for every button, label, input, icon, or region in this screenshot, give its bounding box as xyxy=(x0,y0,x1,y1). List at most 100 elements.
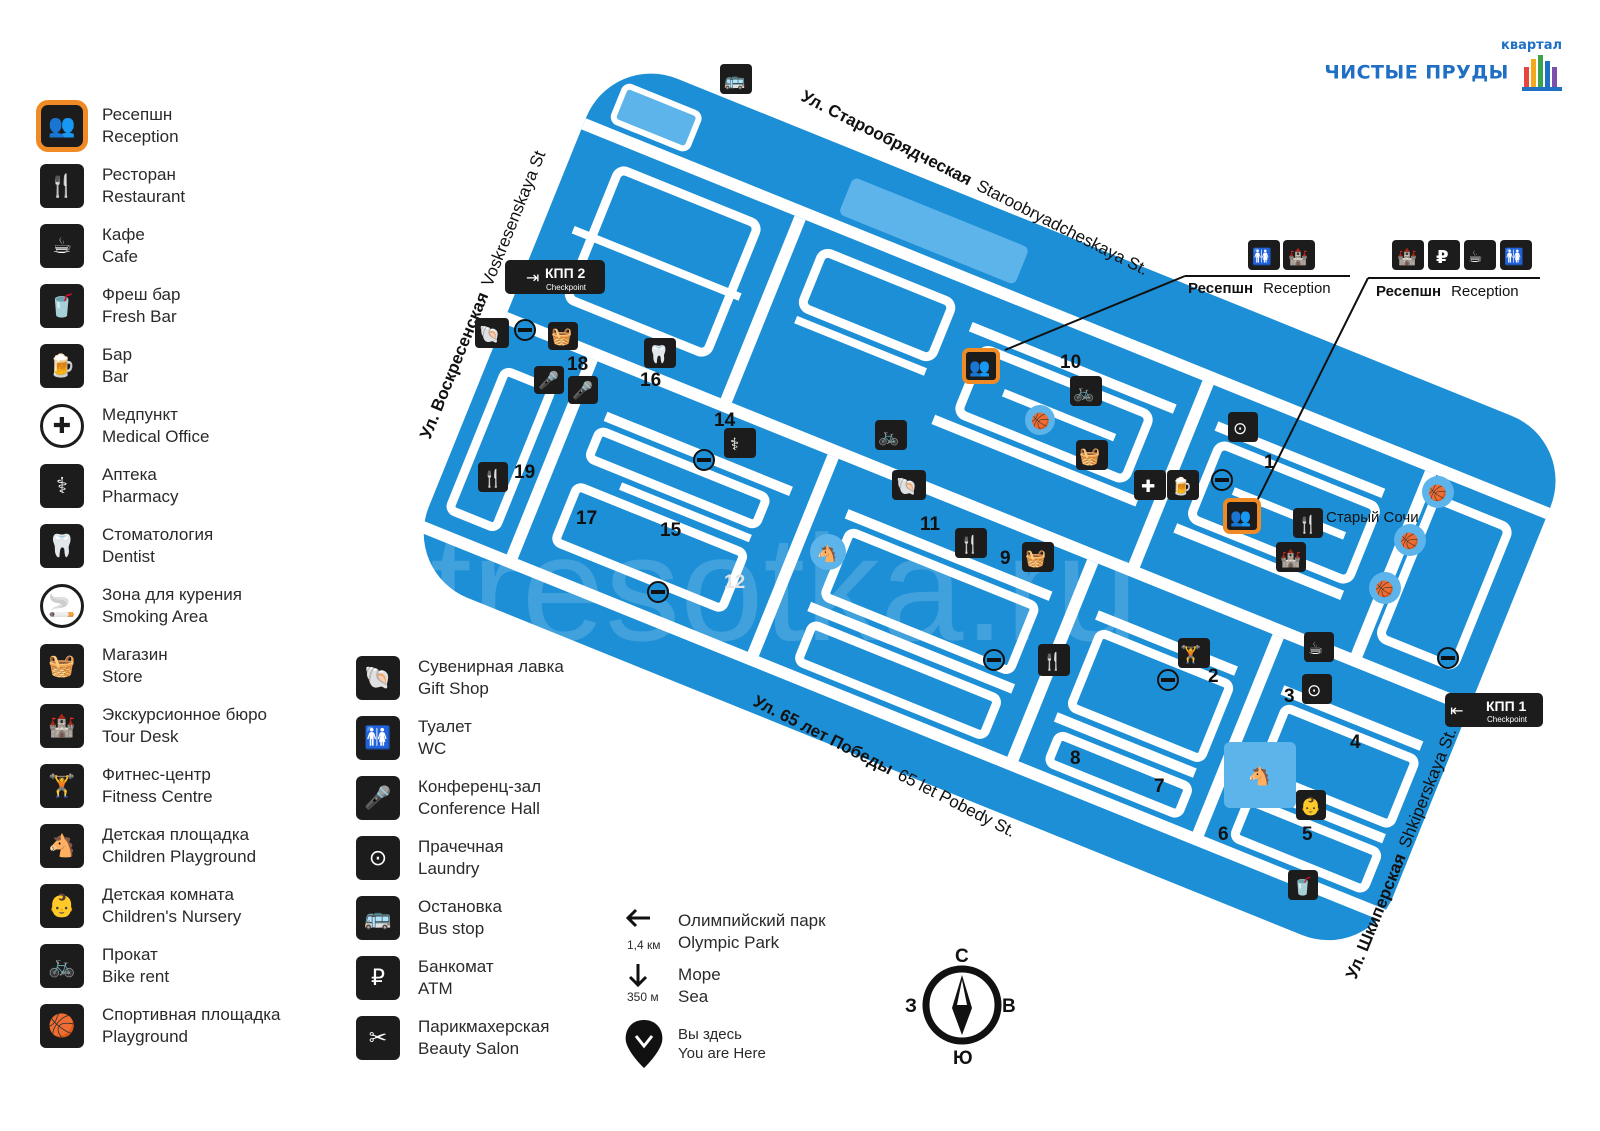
legend-label-ru: Зона для курения xyxy=(102,585,242,604)
exit-icon: ⇥ xyxy=(526,268,539,287)
bar-icon: 🍺 xyxy=(40,344,84,388)
svg-text:6: 6 xyxy=(1218,824,1229,845)
legend-label-en: Bus stop xyxy=(418,919,485,938)
legend-label-ru: Медпункт xyxy=(102,405,178,424)
svg-text:17: 17 xyxy=(576,508,597,529)
legend-label-en: Children's Nursery xyxy=(102,907,242,926)
map-reception-1[interactable]: 👥 xyxy=(962,348,1000,384)
bar-icon: 🍺 xyxy=(1171,476,1192,497)
olympic-distance: 1,4 км xyxy=(627,938,661,952)
svg-text:9: 9 xyxy=(1000,548,1011,569)
wc-icon: 🚻 xyxy=(1252,247,1272,266)
tour-desk-icon: 🏰 xyxy=(1280,549,1301,569)
legend-label-ru: Ресторан xyxy=(102,165,176,184)
you-are-here-en: You are Here xyxy=(678,1045,766,1062)
tour-desk-icon: 🏰 xyxy=(1397,248,1417,266)
legend-label-en: Gift Shop xyxy=(418,679,489,698)
legend-label-en: Beauty Salon xyxy=(418,1039,520,1058)
gift-shop-icon: 🐚 xyxy=(479,325,500,345)
legend-label-en: ATM xyxy=(418,979,453,998)
cafe-icon: ☕ xyxy=(1308,639,1323,659)
square-plaza xyxy=(840,178,1028,284)
sea-distance: 350 м xyxy=(627,990,659,1004)
reception-icon: 👥 xyxy=(969,358,990,378)
atm-icon: ₽ xyxy=(1436,247,1449,267)
restaurant-icon: 🍴 xyxy=(1297,514,1318,535)
svg-text:15: 15 xyxy=(660,520,682,541)
gift-shop-icon: 🐚 xyxy=(356,656,400,700)
legend-label-en: WC xyxy=(418,739,447,758)
wc-icon: 🚻 xyxy=(1504,247,1524,266)
exit-icon: ⇤ xyxy=(1450,701,1463,720)
sport-ball-icon: 🏀 xyxy=(1375,579,1394,599)
tour-desk-icon: 🏰 xyxy=(1288,248,1308,266)
walkways xyxy=(418,118,1551,922)
conference-icon: 🎤 xyxy=(572,380,593,401)
bus-stop-icon: 🚌 xyxy=(356,896,400,940)
pharmacy-icon: ⚕ xyxy=(730,435,739,455)
fresh-bar-icon: 🥤 xyxy=(1292,876,1313,897)
playground-horse-icon: 🐴 xyxy=(817,544,837,563)
legend-label-ru: Экскурсионное бюро xyxy=(102,705,267,724)
you-are-here-info: Вы здесь You are Here xyxy=(678,1025,766,1063)
compass: С Ю З В xyxy=(905,946,1016,1069)
laundry-icon: ⊙ xyxy=(356,836,400,880)
map-reception-2[interactable]: 👥 xyxy=(1223,498,1261,534)
svg-text:8: 8 xyxy=(1070,748,1081,769)
checkpoint-2[interactable]: ⇥ КПП 2 Checkpoint xyxy=(505,260,605,294)
fitness-icon: 🏋 xyxy=(1180,644,1201,665)
legend-label-en: Children Playground xyxy=(102,847,257,866)
svg-text:5: 5 xyxy=(1302,824,1313,845)
tour-desk-icon: 🏰 xyxy=(40,704,84,748)
playground-horse-icon: 🐴 xyxy=(40,824,84,868)
sea-ru: Море xyxy=(678,965,721,984)
cafe-icon: ☕ xyxy=(1468,249,1482,266)
atm-icon: ₽ xyxy=(356,956,400,1000)
legend-label-en: Fresh Bar xyxy=(102,307,177,326)
legend-label-en: Store xyxy=(102,667,143,686)
conference-icon: 🎤 xyxy=(538,370,559,391)
olympic-park-en: Olympic Park xyxy=(678,933,780,952)
svg-text:19: 19 xyxy=(514,462,535,483)
restaurant-icon: 🍴 xyxy=(482,468,503,489)
restaurant-icon: 🍴 xyxy=(1042,651,1063,672)
map-bus-stop[interactable]: 🚌 xyxy=(720,64,752,94)
legend-label-ru: Бар xyxy=(102,345,133,364)
svg-text:7: 7 xyxy=(1154,776,1165,797)
legend-label-en: Tour Desk xyxy=(102,727,179,746)
legend-label-ru: Детская комната xyxy=(102,885,234,904)
svg-text:КПП 1: КПП 1 xyxy=(1486,698,1527,714)
fitness-icon: 🏋 xyxy=(40,764,84,808)
checkpoint-1[interactable]: ⇤ КПП 1 Checkpoint xyxy=(1445,693,1543,727)
legend-label-ru: Детская площадка xyxy=(102,825,250,844)
legend-label-ru: Прокат xyxy=(102,945,158,964)
svg-text:В: В xyxy=(1002,996,1016,1017)
you-are-here-ru: Вы здесь xyxy=(678,1026,742,1043)
legend-label-ru: Туалет xyxy=(418,717,472,736)
store-icon: 🧺 xyxy=(551,327,572,347)
